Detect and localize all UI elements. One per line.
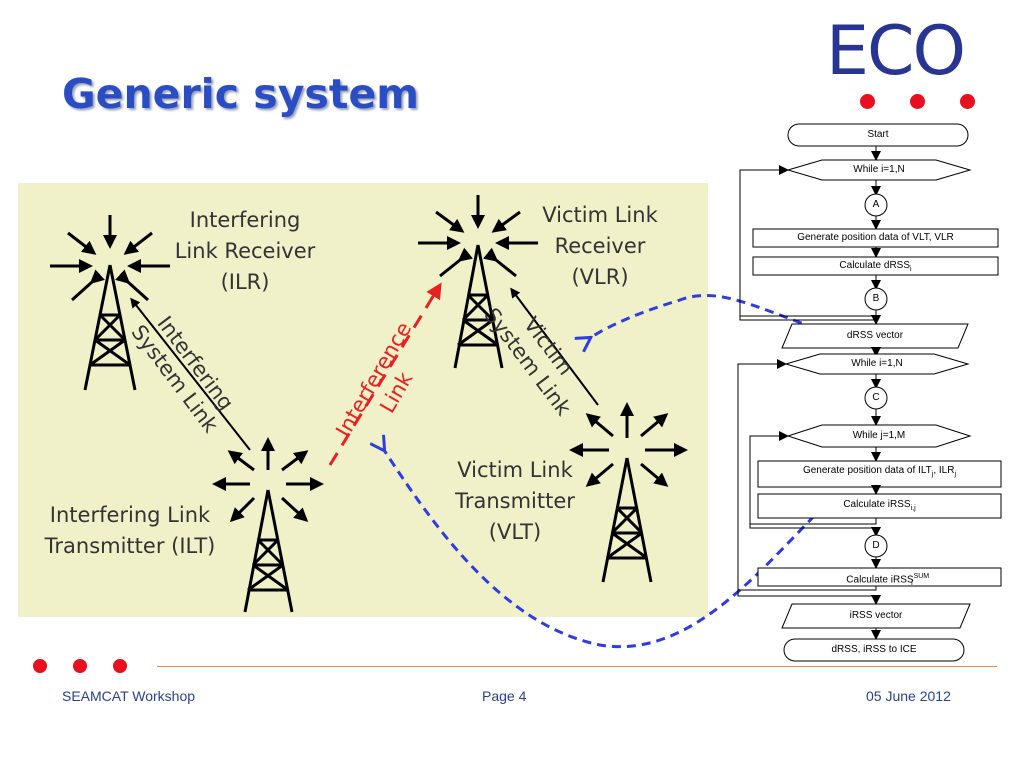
- fc-start: [787, 123, 969, 147]
- fc-while-3-text: While j=1,M: [852, 430, 906, 441]
- drss-to-vlr-arrow: [590, 293, 831, 338]
- ilr-tower-icon: [50, 215, 170, 391]
- footer-dot: [73, 659, 87, 673]
- fc-connector-d-text: D: [872, 540, 880, 551]
- fc-generate-ilt-ilr: [757, 460, 1002, 488]
- fc-while-1: [786, 159, 972, 181]
- diagram-panel: [18, 183, 708, 617]
- footer-dot: [33, 659, 47, 673]
- fc-while-2-text: While i=1,N: [851, 358, 903, 369]
- fc-calc-drss-text: Calculate dRSSi: [839, 260, 912, 273]
- logo-dot: [960, 94, 975, 109]
- fc-while-1-text: While i=1,N: [853, 164, 905, 175]
- fc-calc-irss-text: Calculate iRSSi,j: [843, 499, 916, 512]
- footer-date: 05 June 2012: [866, 688, 951, 704]
- vlt-label: Victim Link Transmitter (VLT): [455, 458, 575, 544]
- ilt-tower-icon: [212, 437, 324, 613]
- victim-system-link-arrow: [510, 287, 599, 406]
- fc-connector-c-text: C: [872, 392, 880, 403]
- fc-connector-b-text: B: [872, 293, 880, 304]
- fc-generate-ilt-ilr-text: Generate position data of ILTj, ILRj: [802, 465, 957, 478]
- fc-calc-irss-sum-text: Calculate iRSSSUMi: [846, 573, 930, 588]
- fc-irss-vector: [781, 603, 971, 629]
- vlr-tower-icon: [418, 195, 538, 369]
- fc-drss-vector: [781, 323, 969, 349]
- vlr-label: Victim Link Receiver (VLR): [542, 203, 658, 289]
- footer-left: SEAMCAT Workshop: [62, 688, 196, 704]
- fc-generate-vlt-vlr-text: Generate position data of VLT, VLR: [797, 232, 954, 243]
- logo-dot: [860, 94, 875, 109]
- fc-calc-irss: [757, 493, 1002, 519]
- fc-irss-vector-text: iRSS vector: [849, 610, 903, 621]
- fc-end: [783, 638, 965, 662]
- ilt-label: Interfering Link Transmitter (ILT): [44, 503, 216, 558]
- footer-divider: [157, 666, 997, 667]
- logo-dot: [910, 94, 925, 109]
- fc-start-text: Start: [867, 129, 889, 140]
- footer-dot: [113, 659, 127, 673]
- vlt-tower-icon: [569, 402, 688, 583]
- fc-connector-a-text: A: [872, 199, 880, 210]
- ilr-label: Interfering Link Receiver (ILR): [174, 208, 316, 294]
- interference-link-arrow: [328, 282, 442, 466]
- fc-while-2: [784, 353, 970, 375]
- logo-text: ECO: [826, 12, 966, 91]
- fc-while-3: [786, 424, 972, 448]
- fc-calc-irss-sum: [757, 567, 1002, 587]
- flowchart: [737, 123, 1002, 662]
- slide-title: Generic system: [62, 70, 419, 118]
- eco-logo: ECO: [818, 12, 988, 115]
- interfering-system-link-arrow: [130, 297, 251, 451]
- footer-page: Page 4: [482, 688, 527, 704]
- fc-drss-vector-text: dRSS vector: [846, 330, 904, 341]
- fc-end-text: dRSS, iRSS to ICE: [831, 644, 917, 655]
